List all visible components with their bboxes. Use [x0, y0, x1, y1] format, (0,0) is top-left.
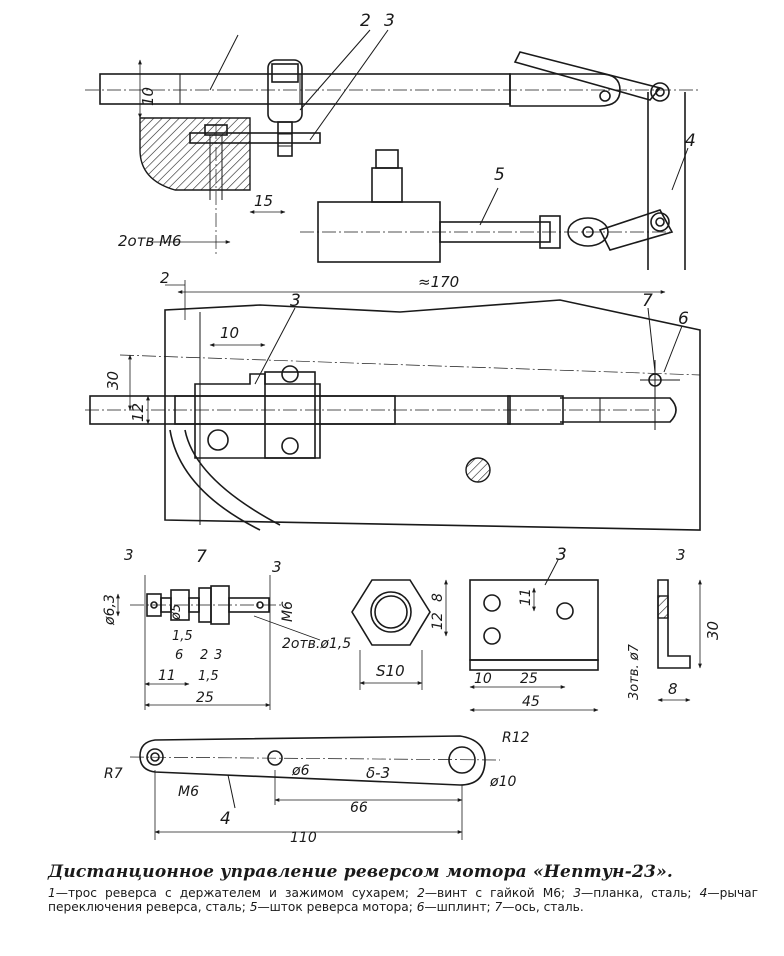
- lever-detail: 4 R7 М6 ø6 δ-3 R12 ø10 66 110: [104, 730, 530, 846]
- dim-thickness-3: δ-3: [366, 764, 390, 782]
- legend-item-1: 1—трос реверса с держателем и зажимом су…: [48, 886, 409, 900]
- caption-legend: 1—трос реверса с держателем и зажимом су…: [48, 886, 758, 914]
- dim-45: 45: [522, 694, 540, 710]
- dim-r7: R7: [104, 766, 123, 782]
- part-label-4: 4: [685, 131, 696, 151]
- dim-11: 11: [158, 668, 176, 684]
- part-label-4-lever: 4: [220, 809, 231, 829]
- dim-3-bracket: 3: [676, 546, 686, 564]
- dim-s10: S10: [376, 662, 405, 680]
- dim-2: 2: [160, 269, 170, 287]
- dim-3-holes-d7: 3отв. ø7: [627, 643, 642, 700]
- dim-approx-170: ≈170: [418, 273, 459, 291]
- caption: Дистанционное управление реверсом мотора…: [48, 862, 758, 914]
- dim-3-left: 3: [124, 546, 134, 564]
- dim-8: 8: [430, 593, 446, 602]
- axle-detail: 3 3 ø6,3 ø5 М6 1,5 6 2 3 1,5 11 25 2отв.…: [102, 546, 351, 710]
- bracket-detail: 3 30 3отв. ø7 8: [627, 546, 722, 702]
- dim-d6-lever: ø6: [291, 763, 310, 779]
- caption-title: Дистанционное управление реверсом мотора…: [48, 862, 674, 882]
- legend-item-7: 7—ось, сталь.: [494, 900, 584, 914]
- dim-6: 6: [175, 648, 183, 663]
- dim-2-holes-m6: 2отв М6: [118, 232, 182, 250]
- dim-d10: ø10: [489, 774, 516, 790]
- legend-item-4: 4—рычаг переключения реверса, сталь;: [48, 886, 759, 914]
- part-label-6: 6: [678, 309, 689, 329]
- side-view: 3 7 6 10 30 12: [85, 291, 701, 531]
- part-label-3-plate: 3: [556, 545, 567, 565]
- legend-item-5: 5—шток реверса мотора;: [249, 900, 413, 914]
- dim-r12: R12: [502, 730, 530, 746]
- dim-8-bracket: 8: [668, 680, 678, 698]
- dim-3-axle: 3: [214, 648, 222, 663]
- legend-item-3: 3—планка, сталь;: [573, 886, 692, 900]
- part-label-3: 3: [384, 11, 395, 31]
- dim-25-axle: 25: [196, 690, 214, 706]
- plate-detail: 3 8 11 12 10 25 45: [430, 545, 599, 712]
- nut-detail: S10: [351, 579, 431, 690]
- part-label-7-detail: 7: [196, 547, 207, 567]
- dim-10-plate: 10: [474, 671, 492, 687]
- top-view: 2 3 4 5 10 15 2отв М6 2 ≈170: [85, 11, 700, 320]
- part-label-3-side: 3: [290, 291, 301, 311]
- dim-15: 15: [254, 192, 273, 210]
- dim-1-5-a: 1,5: [172, 629, 193, 644]
- dim-1-5-b: 1,5: [198, 669, 219, 684]
- dim-12-plate: 12: [430, 612, 446, 630]
- dim-2-holes-d1-5: 2отв.ø1,5: [282, 636, 351, 652]
- dim-110: 110: [290, 830, 317, 846]
- legend-item-6: 6—шплинт;: [416, 900, 491, 914]
- dim-11-plate: 11: [518, 588, 534, 606]
- dim-m6-lever: М6: [178, 784, 199, 800]
- technical-drawing: 2 3 4 5 10 15 2отв М6 2 ≈170: [85, 11, 722, 846]
- part-label-2: 2: [360, 11, 371, 31]
- dim-10: 10: [139, 87, 157, 106]
- dim-66: 66: [350, 800, 368, 816]
- dim-3-right: 3: [272, 558, 282, 576]
- dim-d5: ø5: [169, 604, 184, 621]
- legend-item-2: 2—винт с гайкой М6;: [417, 886, 566, 900]
- dim-m6-axle: М6: [280, 601, 296, 622]
- part-label-7: 7: [642, 291, 653, 311]
- dim-10-side: 10: [220, 324, 239, 342]
- dim-d6-3: ø6,3: [102, 594, 118, 626]
- part-label-5: 5: [494, 165, 505, 185]
- dim-2-axle: 2: [200, 648, 208, 663]
- dim-12: 12: [129, 403, 147, 422]
- dim-25-plate: 25: [520, 671, 538, 687]
- dim-30-bracket: 30: [704, 621, 722, 640]
- dim-30: 30: [104, 371, 122, 390]
